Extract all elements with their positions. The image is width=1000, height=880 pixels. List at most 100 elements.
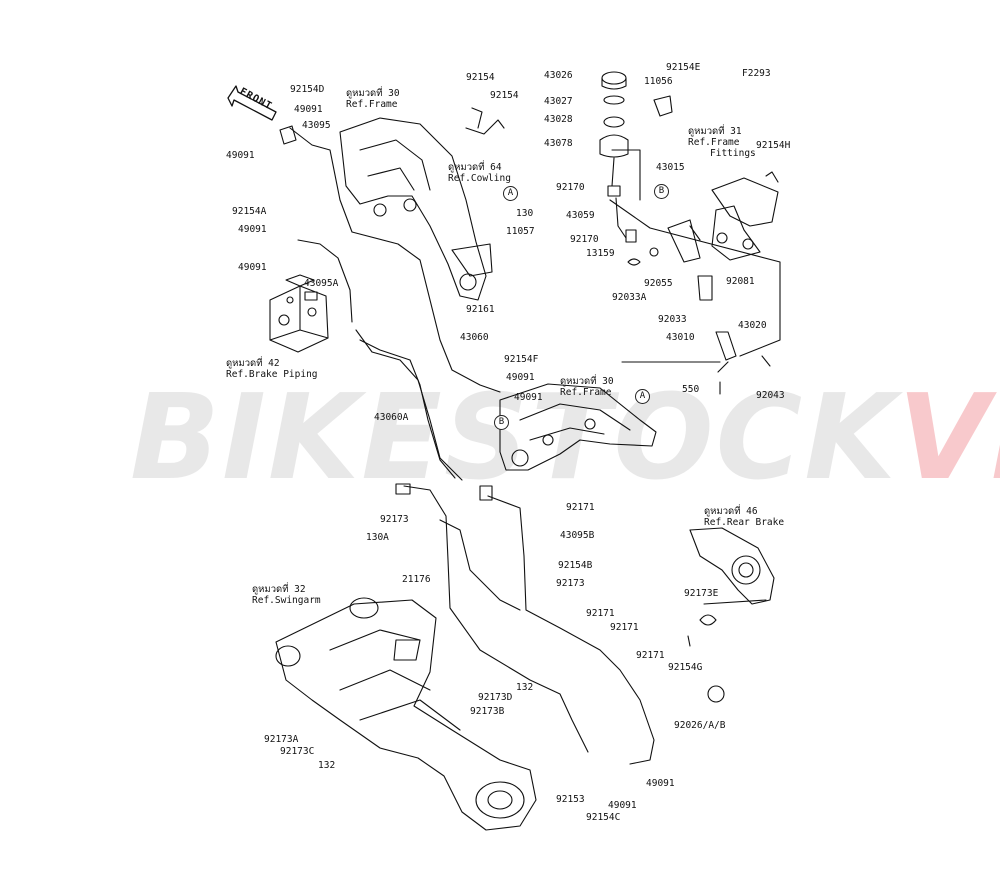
part-label: 49091 bbox=[294, 104, 323, 115]
part-label: 11057 bbox=[506, 226, 535, 237]
part-label: 49091 bbox=[238, 262, 267, 273]
part-label: 49091 bbox=[238, 224, 267, 235]
part-label: 92173B bbox=[470, 706, 505, 717]
part-label: 43028 bbox=[544, 114, 573, 125]
rear-brake-pedal bbox=[687, 527, 775, 703]
ref-line2: Ref.Swingarm bbox=[252, 595, 321, 606]
part-label: 43027 bbox=[544, 96, 573, 107]
part-label: 92055 bbox=[644, 278, 673, 289]
part-label: 43060A bbox=[374, 412, 409, 423]
hose-43095b bbox=[487, 495, 655, 765]
ref-line2: Ref.Brake Piping bbox=[226, 369, 318, 380]
part-label: 92043 bbox=[756, 390, 785, 401]
part-label: 43078 bbox=[544, 138, 573, 149]
figure-code: F2293 bbox=[742, 68, 771, 79]
part-label: 21176 bbox=[402, 574, 431, 585]
part-label: 43095 bbox=[302, 120, 331, 131]
part-label: 92171 bbox=[636, 650, 665, 661]
ref-line1: ดูหมวดที่ 46 bbox=[704, 506, 758, 517]
part-label: 49091 bbox=[646, 778, 675, 789]
part-label: 43095A bbox=[304, 278, 339, 289]
part-label: 92173 bbox=[556, 578, 585, 589]
part-label: 43020 bbox=[738, 320, 767, 331]
ref-line1: ดูหมวดที่ 64 bbox=[448, 162, 502, 173]
group-bracket bbox=[609, 149, 781, 363]
part-label: 550 bbox=[682, 384, 700, 395]
part-label: 43059 bbox=[566, 210, 595, 221]
part-label: 92154F bbox=[504, 354, 539, 365]
ref-line2: Ref.Frame bbox=[688, 137, 740, 148]
part-label: 43095B bbox=[560, 530, 595, 541]
part-label: 92173A bbox=[264, 734, 299, 745]
part-label: 92154E bbox=[666, 62, 701, 73]
callout-a: A bbox=[635, 389, 650, 404]
part-label: 92153 bbox=[556, 794, 585, 805]
part-label: 92154G bbox=[668, 662, 703, 673]
ref-line1: ดูหมวดที่ 32 bbox=[252, 584, 306, 595]
part-label: 92154C bbox=[586, 812, 621, 823]
ref-line1: ดูหมวดที่ 31 bbox=[688, 126, 742, 137]
hose-43095-banjo bbox=[279, 125, 297, 145]
part-label: 92154H bbox=[756, 140, 791, 151]
swingarm bbox=[275, 597, 537, 831]
part-label: 49091 bbox=[226, 150, 255, 161]
part-label: 49091 bbox=[506, 372, 535, 383]
part-label: 92033A bbox=[612, 292, 647, 303]
part-label: 92026/A/B bbox=[674, 720, 726, 731]
part-label: 92173D bbox=[478, 692, 513, 703]
watermark-text-accent: VN bbox=[897, 368, 1000, 506]
part-label: 92171 bbox=[566, 502, 595, 513]
part-label: 92173E bbox=[684, 588, 719, 599]
part-label: 43026 bbox=[544, 70, 573, 81]
sensor-plug bbox=[395, 483, 411, 495]
part-label: 92173C bbox=[280, 746, 315, 757]
part-label: 11056 bbox=[644, 76, 673, 87]
hose-43095 bbox=[289, 127, 501, 393]
part-label: 92154B bbox=[558, 560, 593, 571]
part-label: 49091 bbox=[514, 392, 543, 403]
hose-21176-lower bbox=[439, 519, 521, 611]
watermark: BIKESTOCKVN bbox=[130, 368, 1000, 506]
part-label: 130A bbox=[366, 532, 389, 543]
watermark-text-main: BIKESTOCK bbox=[130, 368, 898, 506]
ref-line2: Ref.Frame bbox=[346, 99, 398, 110]
brake-line-43060 bbox=[355, 329, 463, 481]
ref-line3: Fittings bbox=[710, 148, 756, 159]
callout-b: B bbox=[654, 184, 669, 199]
part-label: 92171 bbox=[586, 608, 615, 619]
hose-43095a bbox=[297, 239, 353, 323]
part-label: 92161 bbox=[466, 304, 495, 315]
part-label: 92154 bbox=[466, 72, 495, 83]
part-label: 92170 bbox=[570, 234, 599, 245]
part-label: 92154 bbox=[490, 90, 519, 101]
front-arrow-icon bbox=[227, 85, 277, 121]
part-label: 43010 bbox=[666, 332, 695, 343]
part-label: 43015 bbox=[656, 162, 685, 173]
part-label: 92173 bbox=[380, 514, 409, 525]
master-cylinder-group bbox=[599, 71, 779, 395]
part-label: 92154A bbox=[232, 206, 267, 217]
ref-line1: ดูหมวดที่ 30 bbox=[346, 88, 400, 99]
callout-a: A bbox=[503, 186, 518, 201]
part-label: 132 bbox=[318, 760, 336, 771]
part-label: 92171 bbox=[610, 622, 639, 633]
part-label: 49091 bbox=[608, 800, 637, 811]
frame-rear-section bbox=[499, 383, 657, 471]
ref-line1: ดูหมวดที่ 42 bbox=[226, 358, 280, 369]
callout-b: B bbox=[494, 415, 509, 430]
hose-21176 bbox=[403, 485, 589, 753]
junction-block bbox=[479, 485, 493, 501]
part-label: 13159 bbox=[586, 248, 615, 259]
part-label: 92033 bbox=[658, 314, 687, 325]
ref-line1: ดูหมวดที่ 30 bbox=[560, 376, 614, 387]
ref-line2: Ref.Rear Brake bbox=[704, 517, 785, 528]
frame-upper bbox=[339, 107, 505, 301]
